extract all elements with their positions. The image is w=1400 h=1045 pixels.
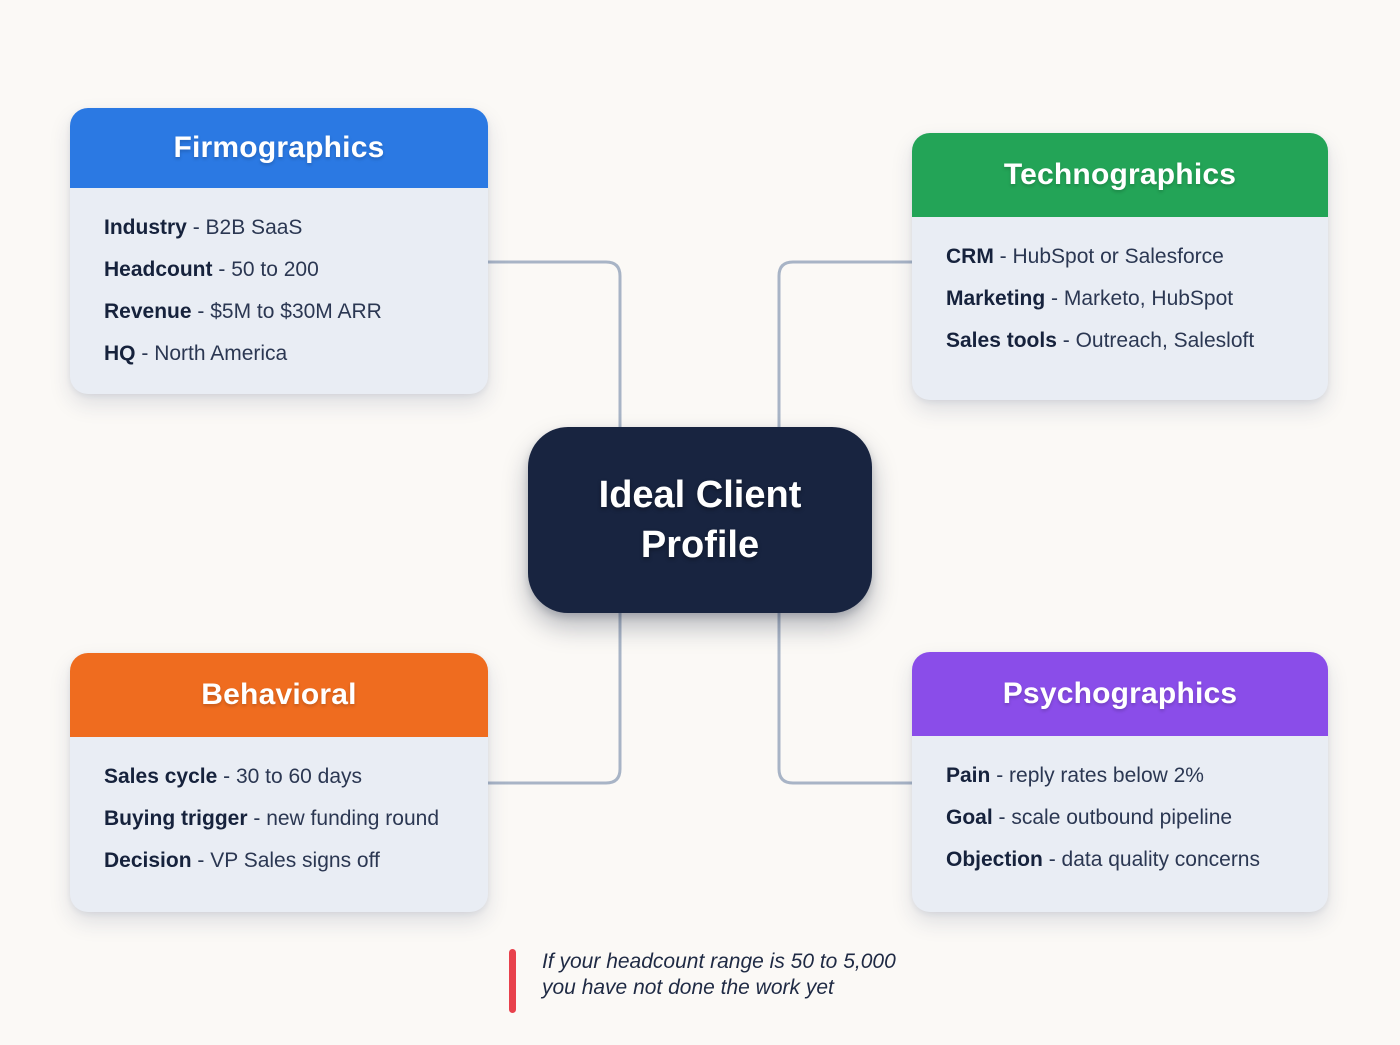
row-value: HubSpot or Salesforce (1012, 245, 1224, 268)
profile-row: Industry - B2B SaaS (104, 215, 470, 240)
row-value: data quality concerns (1061, 848, 1260, 871)
row-value: 50 to 200 (231, 258, 319, 281)
row-value: VP Sales signs off (210, 849, 380, 872)
row-label: Industry (104, 216, 187, 239)
profile-row: Headcount - 50 to 200 (104, 257, 470, 282)
row-separator: - (996, 764, 1004, 787)
profile-row: CRM - HubSpot or Salesforce (946, 244, 1310, 269)
card-psychographics-header: Psychographics (912, 652, 1328, 736)
center-title-line1: Ideal Client (598, 474, 802, 516)
card-title: Behavioral (201, 678, 357, 711)
row-separator: - (1062, 329, 1070, 352)
profile-row: Goal - scale outbound pipeline (946, 805, 1310, 830)
footnote-line2: you have not done the work yet (542, 976, 834, 999)
card-behavioral-header: Behavioral (70, 653, 488, 737)
profile-row: Revenue - $5M to $30M ARR (104, 299, 470, 324)
row-separator: - (197, 849, 205, 872)
footnote-line1: If your headcount range is 50 to 5,000 (542, 950, 896, 973)
profile-row: Objection - data quality concerns (946, 847, 1310, 872)
card-technographics-body: CRM - HubSpot or Salesforce Marketing - … (912, 217, 1328, 353)
connector-path (777, 610, 915, 785)
row-value: B2B SaaS (205, 216, 303, 239)
row-separator: - (223, 765, 231, 788)
row-label: Pain (946, 764, 991, 787)
connector-path (486, 260, 622, 430)
card-firmographics-header: Firmographics (70, 108, 488, 188)
footnote-accent-bar (509, 949, 516, 1013)
row-label: Decision (104, 849, 192, 872)
card-psychographics-body: Pain - reply rates below 2% Goal - scale… (912, 736, 1328, 872)
profile-row: Decision - VP Sales signs off (104, 848, 470, 873)
card-behavioral: Behavioral Sales cycle - 30 to 60 days B… (70, 653, 488, 912)
connector-path (777, 260, 915, 430)
center-node: Ideal Client Profile (528, 427, 872, 613)
row-label: Sales tools (946, 329, 1057, 352)
profile-row: Sales tools - Outreach, Salesloft (946, 328, 1310, 353)
card-technographics-header: Technographics (912, 133, 1328, 217)
card-title: Psychographics (1002, 677, 1238, 710)
card-psychographics: Psychographics Pain - reply rates below … (912, 652, 1328, 912)
row-separator: - (1051, 287, 1059, 310)
card-firmographics: Firmographics Industry - B2B SaaS Headco… (70, 108, 488, 394)
row-label: Revenue (104, 300, 192, 323)
card-title: Firmographics (173, 131, 385, 164)
footnote-text: If your headcount range is 50 to 5,000 y… (542, 947, 896, 1013)
profile-row: Pain - reply rates below 2% (946, 763, 1310, 788)
row-label: Objection (946, 848, 1043, 871)
row-separator: - (998, 806, 1006, 829)
row-separator: - (197, 300, 205, 323)
row-label: Goal (946, 806, 993, 829)
row-label: HQ (104, 342, 136, 365)
row-separator: - (141, 342, 149, 365)
profile-row: Sales cycle - 30 to 60 days (104, 764, 470, 789)
row-label: Sales cycle (104, 765, 218, 788)
row-value: Outreach, Salesloft (1075, 329, 1255, 352)
row-label: Headcount (104, 258, 213, 281)
row-label: CRM (946, 245, 994, 268)
profile-row: HQ - North America (104, 341, 470, 366)
footnote: If your headcount range is 50 to 5,000 y… (509, 947, 896, 1013)
card-behavioral-body: Sales cycle - 30 to 60 days Buying trigg… (70, 737, 488, 873)
row-value: 30 to 60 days (235, 765, 363, 788)
card-firmographics-body: Industry - B2B SaaS Headcount - 50 to 20… (70, 188, 488, 366)
row-value: new funding round (266, 807, 440, 830)
row-separator: - (192, 216, 200, 239)
row-separator: - (253, 807, 261, 830)
row-value: Marketo, HubSpot (1063, 287, 1234, 310)
row-separator: - (218, 258, 226, 281)
row-label: Marketing (946, 287, 1046, 310)
row-separator: - (1048, 848, 1056, 871)
connector-path (486, 610, 622, 785)
row-value: scale outbound pipeline (1011, 806, 1233, 829)
row-label: Buying trigger (104, 807, 248, 830)
profile-row: Buying trigger - new funding round (104, 806, 470, 831)
profile-row: Marketing - Marketo, HubSpot (946, 286, 1310, 311)
row-separator: - (999, 245, 1007, 268)
row-value: $5M to $30M ARR (210, 300, 382, 323)
center-title-line2: Profile (640, 524, 760, 566)
card-technographics: Technographics CRM - HubSpot or Salesfor… (912, 133, 1328, 400)
row-value: reply rates below 2% (1009, 764, 1204, 787)
row-value: North America (154, 342, 288, 365)
card-title: Technographics (1003, 158, 1237, 191)
